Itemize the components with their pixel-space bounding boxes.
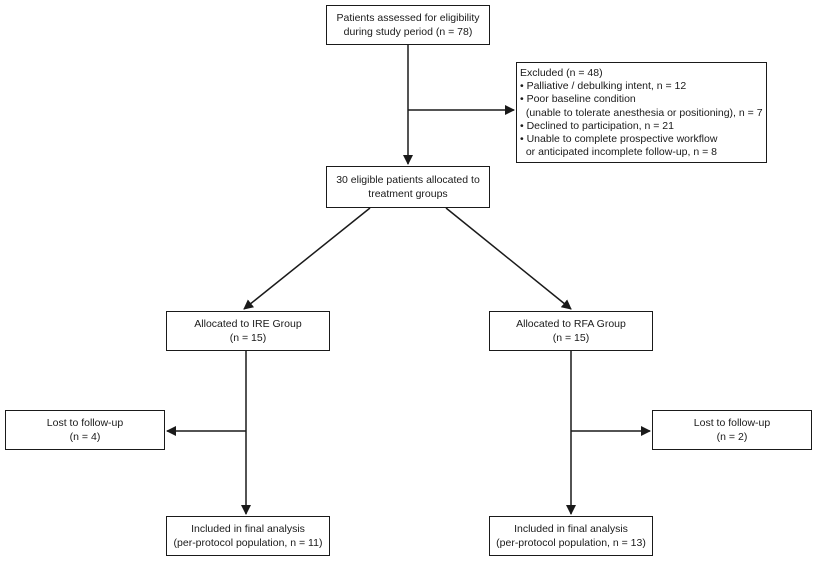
box-lost-ire: Lost to follow-up (n = 4) xyxy=(5,410,165,450)
excluded-line-6: or anticipated incomplete follow-up, n =… xyxy=(520,146,717,159)
lost-rfa-line1: Lost to follow-up xyxy=(693,417,771,429)
box-allocated: 30 eligible patients allocated to treatm… xyxy=(326,166,490,208)
rfa-line2: (n = 15) xyxy=(552,332,590,344)
box-final-ire: Included in final analysis (per-protocol… xyxy=(166,516,330,556)
final-rfa-line2: (per-protocol population, n = 13) xyxy=(496,537,646,549)
excluded-line-4: • Declined to participation, n = 21 xyxy=(520,119,674,132)
assessed-line2: during study period (n = 78) xyxy=(343,26,473,38)
assessed-line1: Patients assessed for eligibility xyxy=(336,12,480,24)
lost-ire-line2: (n = 4) xyxy=(69,431,101,443)
lost-rfa-line2: (n = 2) xyxy=(716,431,748,443)
arrow-to-ire xyxy=(243,207,371,310)
ire-line1: Allocated to IRE Group xyxy=(194,318,302,330)
excluded-line-1: • Palliative / debulking intent, n = 12 xyxy=(520,80,687,93)
box-excluded: Excluded (n = 48) • Palliative / debulki… xyxy=(516,62,767,163)
excluded-line-3: (unable to tolerate anesthesia or positi… xyxy=(520,106,763,119)
excluded-line-2: • Poor baseline condition xyxy=(520,93,636,106)
allocated-line1: 30 eligible patients allocated to xyxy=(336,174,480,186)
allocated-line2: treatment groups xyxy=(368,188,448,200)
ire-line2: (n = 15) xyxy=(229,332,267,344)
excluded-line-5: • Unable to complete prospective workflo… xyxy=(520,133,718,146)
box-rfa-group: Allocated to RFA Group (n = 15) xyxy=(489,311,653,351)
rfa-line1: Allocated to RFA Group xyxy=(516,318,626,330)
final-rfa-line1: Included in final analysis xyxy=(514,523,628,535)
box-ire-group: Allocated to IRE Group (n = 15) xyxy=(166,311,330,351)
arrow-to-rfa xyxy=(445,207,572,310)
box-final-rfa: Included in final analysis (per-protocol… xyxy=(489,516,653,556)
box-assessed: Patients assessed for eligibility during… xyxy=(326,5,490,45)
excluded-line-0: Excluded (n = 48) xyxy=(520,67,603,79)
final-ire-line1: Included in final analysis xyxy=(191,523,305,535)
box-lost-rfa: Lost to follow-up (n = 2) xyxy=(652,410,812,450)
lost-ire-line1: Lost to follow-up xyxy=(46,417,124,429)
final-ire-line2: (per-protocol population, n = 11) xyxy=(173,537,323,549)
